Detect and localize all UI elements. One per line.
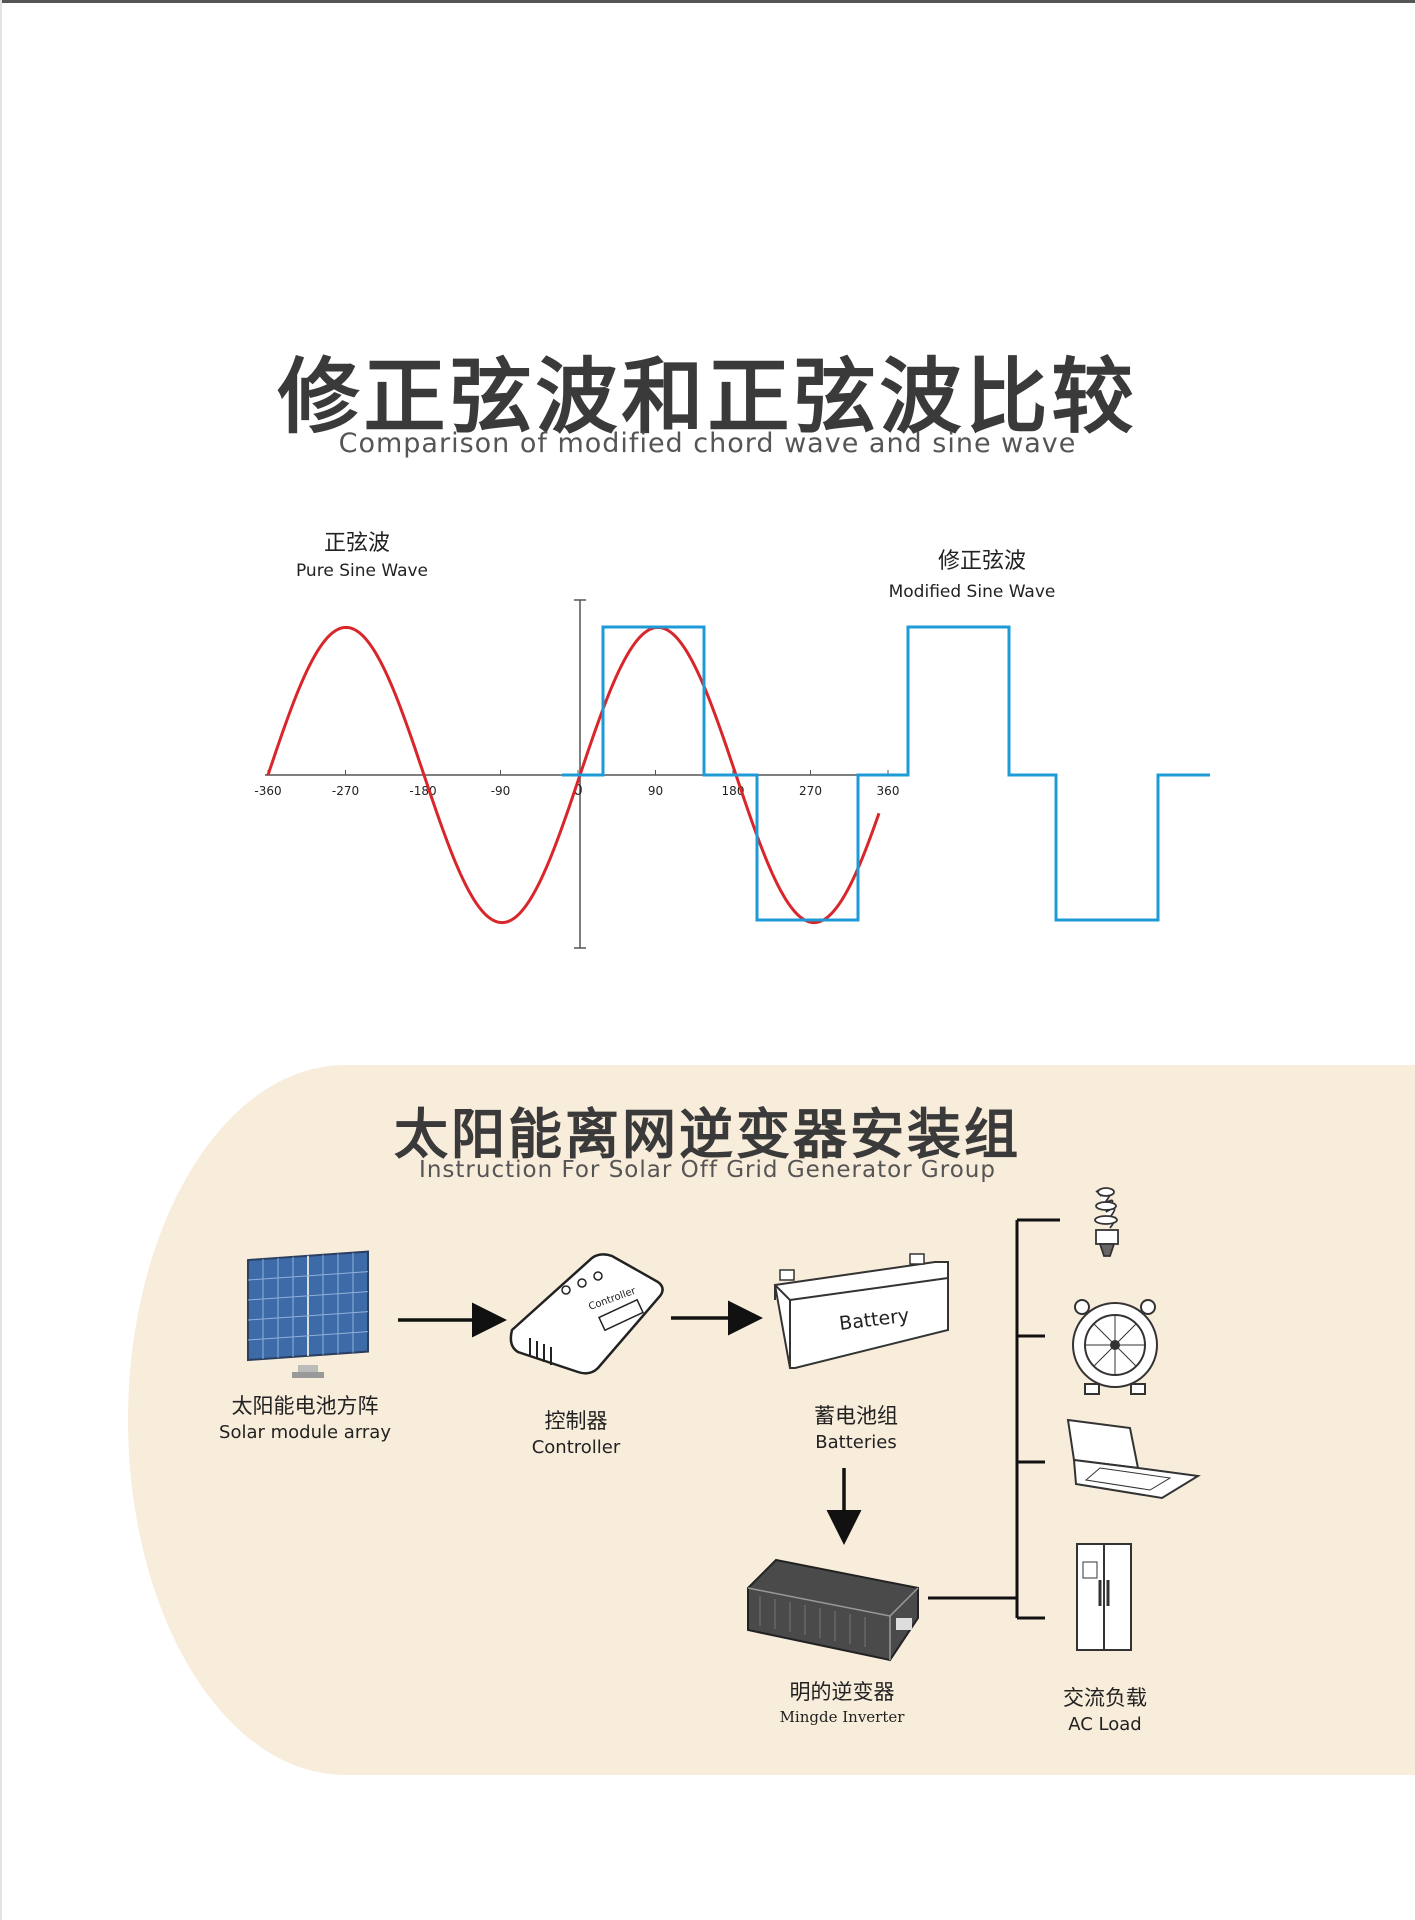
pure-sine-wave-curve — [266, 625, 881, 925]
x-tick-label: 90 — [648, 784, 663, 798]
left-border — [0, 0, 2, 1920]
page-title: 修正弦波和正弦波比较 — [277, 350, 1138, 445]
battery-icon: Battery — [773, 1253, 949, 1369]
ac-load-label: 交流负载 AC Load — [1015, 1682, 1195, 1735]
controller-label-en: Controller — [531, 1437, 621, 1458]
installation-subtitle: Instruction For Solar Off Grid Generator… — [419, 1157, 996, 1183]
x-tick-label: 270 — [799, 784, 822, 798]
inverter-label-en: Mingde Inverter — [779, 1708, 905, 1726]
controller-label: 控制器 Controller — [486, 1405, 666, 1458]
modified-sine-wave-line — [562, 625, 1210, 922]
inverter-label: 明的逆变器 Mingde Inverter — [752, 1676, 932, 1726]
ac-load-label-cn: 交流负载 — [1063, 1686, 1147, 1710]
batteries-label-cn: 蓄电池组 — [814, 1404, 898, 1428]
sine-label-en: Pure Sine Wave — [296, 561, 428, 581]
solar-array-label-en: Solar module array — [219, 1422, 391, 1443]
modified-label-cn: 修正弦波 — [938, 549, 1026, 574]
x-tick-label: -360 — [254, 784, 281, 798]
inverter-label-cn: 明的逆变器 — [789, 1680, 895, 1704]
installation-panel — [128, 1065, 1415, 1775]
solar-array-label: 太阳能电池方阵 Solar module array — [205, 1390, 405, 1443]
refrigerator-icon — [1076, 1543, 1132, 1651]
fan-heater-icon — [1072, 1299, 1158, 1395]
inverter-icon — [747, 1558, 919, 1662]
page-subtitle: Comparison of modified chord wave and si… — [338, 428, 1077, 459]
x-tick-label: 360 — [877, 784, 900, 798]
light-bulb-icon — [1094, 1187, 1119, 1257]
x-tick-label: -90 — [491, 784, 511, 798]
ac-load-label-en: AC Load — [1068, 1714, 1142, 1735]
laptop-icon — [1066, 1418, 1201, 1500]
controller-label-cn: 控制器 — [544, 1409, 608, 1433]
installation-title: 太阳能离网逆变器安装组 — [394, 1103, 1021, 1166]
sine-label-cn: 正弦波 — [324, 531, 390, 556]
load-connection-bracket — [928, 1218, 1060, 1620]
x-tick-label: 0 — [573, 781, 583, 799]
top-border — [0, 0, 1415, 3]
solar-array-label-cn: 太阳能电池方阵 — [231, 1394, 379, 1418]
x-tick-label: -270 — [332, 784, 359, 798]
solar-panel-icon — [247, 1250, 369, 1378]
batteries-label: 蓄电池组 Batteries — [766, 1400, 946, 1453]
controller-icon: Controller — [509, 1253, 664, 1375]
modified-label-en: Modified Sine Wave — [889, 582, 1056, 602]
wave-comparison-diagram: 正弦波 Pure Sine Wave 修正弦波 Modified Sine Wa… — [254, 531, 1210, 949]
batteries-label-en: Batteries — [815, 1432, 897, 1453]
